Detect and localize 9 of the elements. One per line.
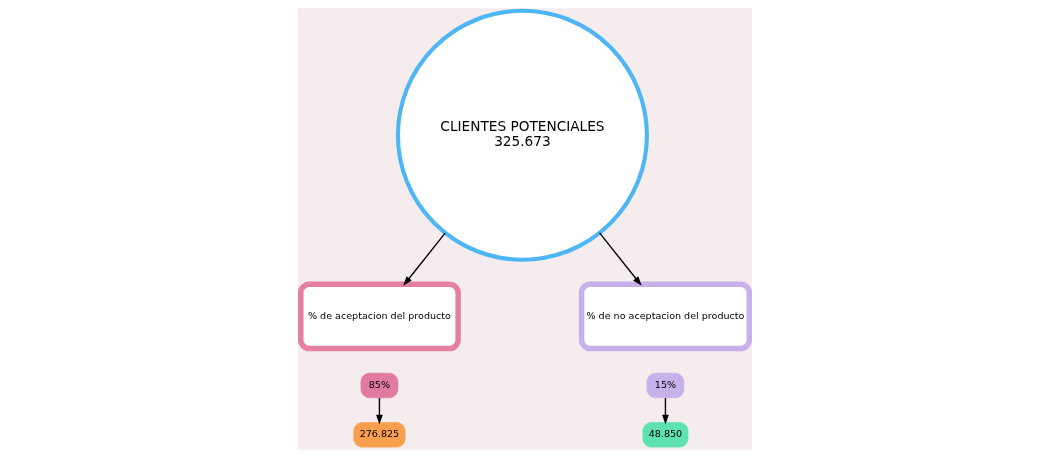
node-box: 15% — [646, 372, 684, 399]
node-box: 48.850 — [642, 422, 688, 448]
node-box: 85% — [360, 372, 398, 399]
node-box: % de no aceptacion del producto — [578, 281, 752, 352]
arrow — [402, 232, 446, 286]
node-box: 276.825 — [352, 422, 405, 448]
node-box: % de aceptacion del producto — [297, 281, 461, 352]
arrow — [598, 232, 642, 286]
node-circle: CLIENTES POTENCIALES 325.673 — [395, 8, 649, 262]
